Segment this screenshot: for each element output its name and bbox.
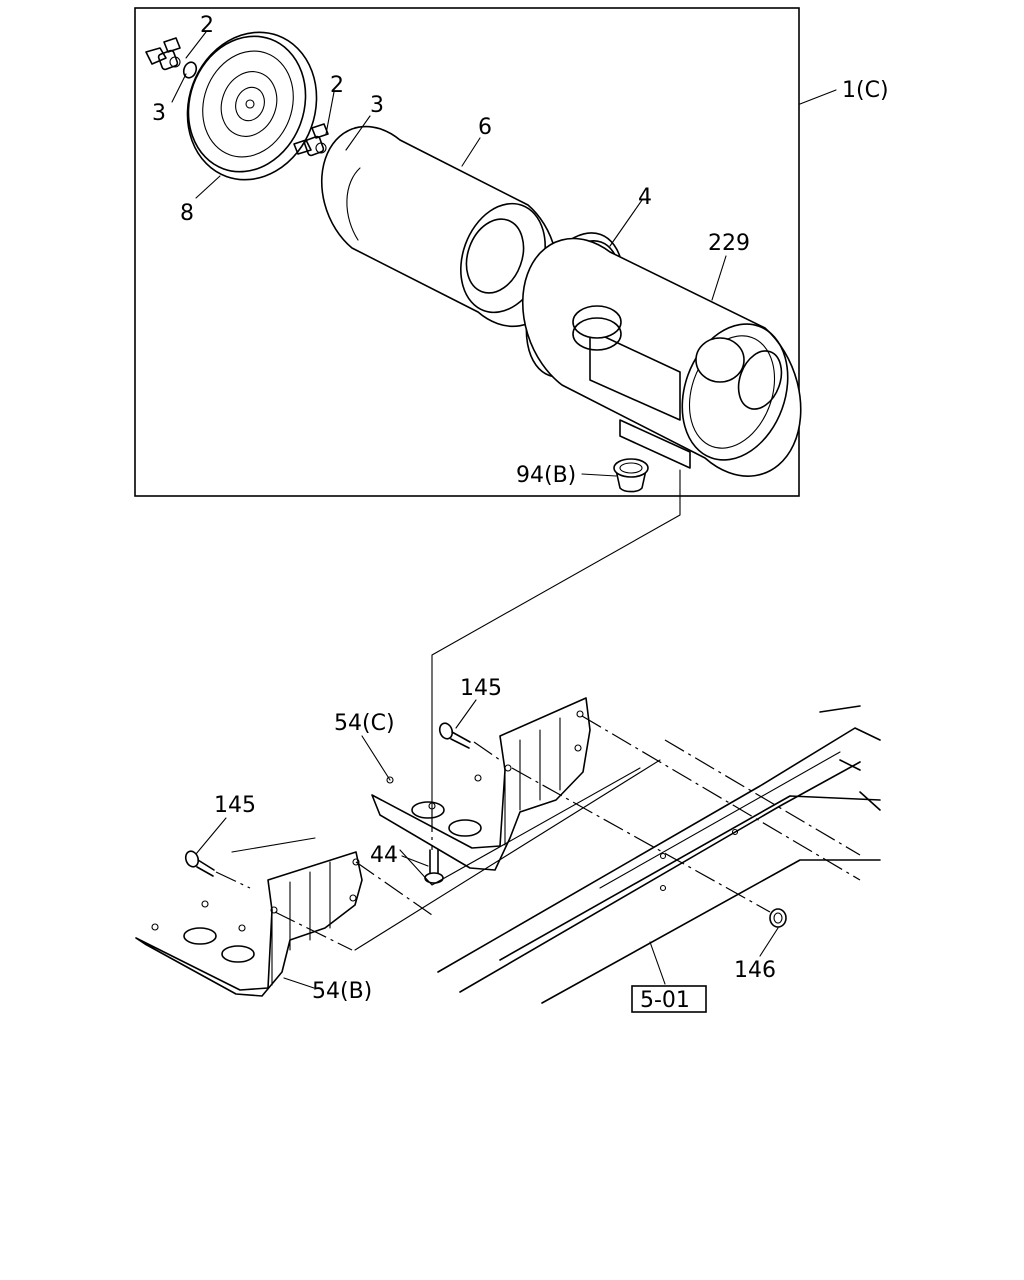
bolt-44 xyxy=(424,849,444,884)
label-nut: 146 xyxy=(734,958,776,983)
label-housing: 229 xyxy=(708,231,750,256)
nut-146 xyxy=(769,908,787,928)
bolt-lower xyxy=(184,850,215,877)
cover-part xyxy=(186,31,318,181)
label-bracket-c: 54(C) xyxy=(334,711,395,736)
label-wing-nut-top: 2 xyxy=(200,13,214,38)
frame-ref-box xyxy=(631,985,707,1013)
label-bolt-44: 44 xyxy=(370,843,398,868)
washer-top xyxy=(182,61,198,79)
label-assembly: 1(C) xyxy=(842,78,889,103)
frame-rail xyxy=(437,705,881,1004)
label-bracket-b: 54(B) xyxy=(312,979,372,1004)
bolt-upper xyxy=(438,722,471,749)
label-cover: 8 xyxy=(180,201,194,226)
wing-nut-top xyxy=(145,37,181,71)
wing-nut-mid xyxy=(293,123,329,157)
assembly-box xyxy=(134,7,800,497)
housing-body xyxy=(521,237,802,477)
label-washer-top: 3 xyxy=(152,101,166,126)
bracket-54b xyxy=(135,851,363,997)
label-gasket: 4 xyxy=(638,185,652,210)
label-valve: 94(B) xyxy=(516,463,576,488)
label-wing-nut-mid: 2 xyxy=(330,73,344,98)
label-bolt-lower: 145 xyxy=(214,793,256,818)
mounting-outline xyxy=(231,759,661,951)
label-element: 6 xyxy=(478,115,492,140)
alignment-lines xyxy=(215,715,861,951)
label-washer-mid: 3 xyxy=(370,93,384,118)
bracket-54c xyxy=(371,697,591,871)
connector-line xyxy=(431,469,681,811)
label-bolt-upper: 145 xyxy=(460,676,502,701)
label-frame-ref: 5-01 xyxy=(640,988,690,1013)
leader-lines xyxy=(171,31,837,989)
unloader-valve xyxy=(613,458,649,493)
